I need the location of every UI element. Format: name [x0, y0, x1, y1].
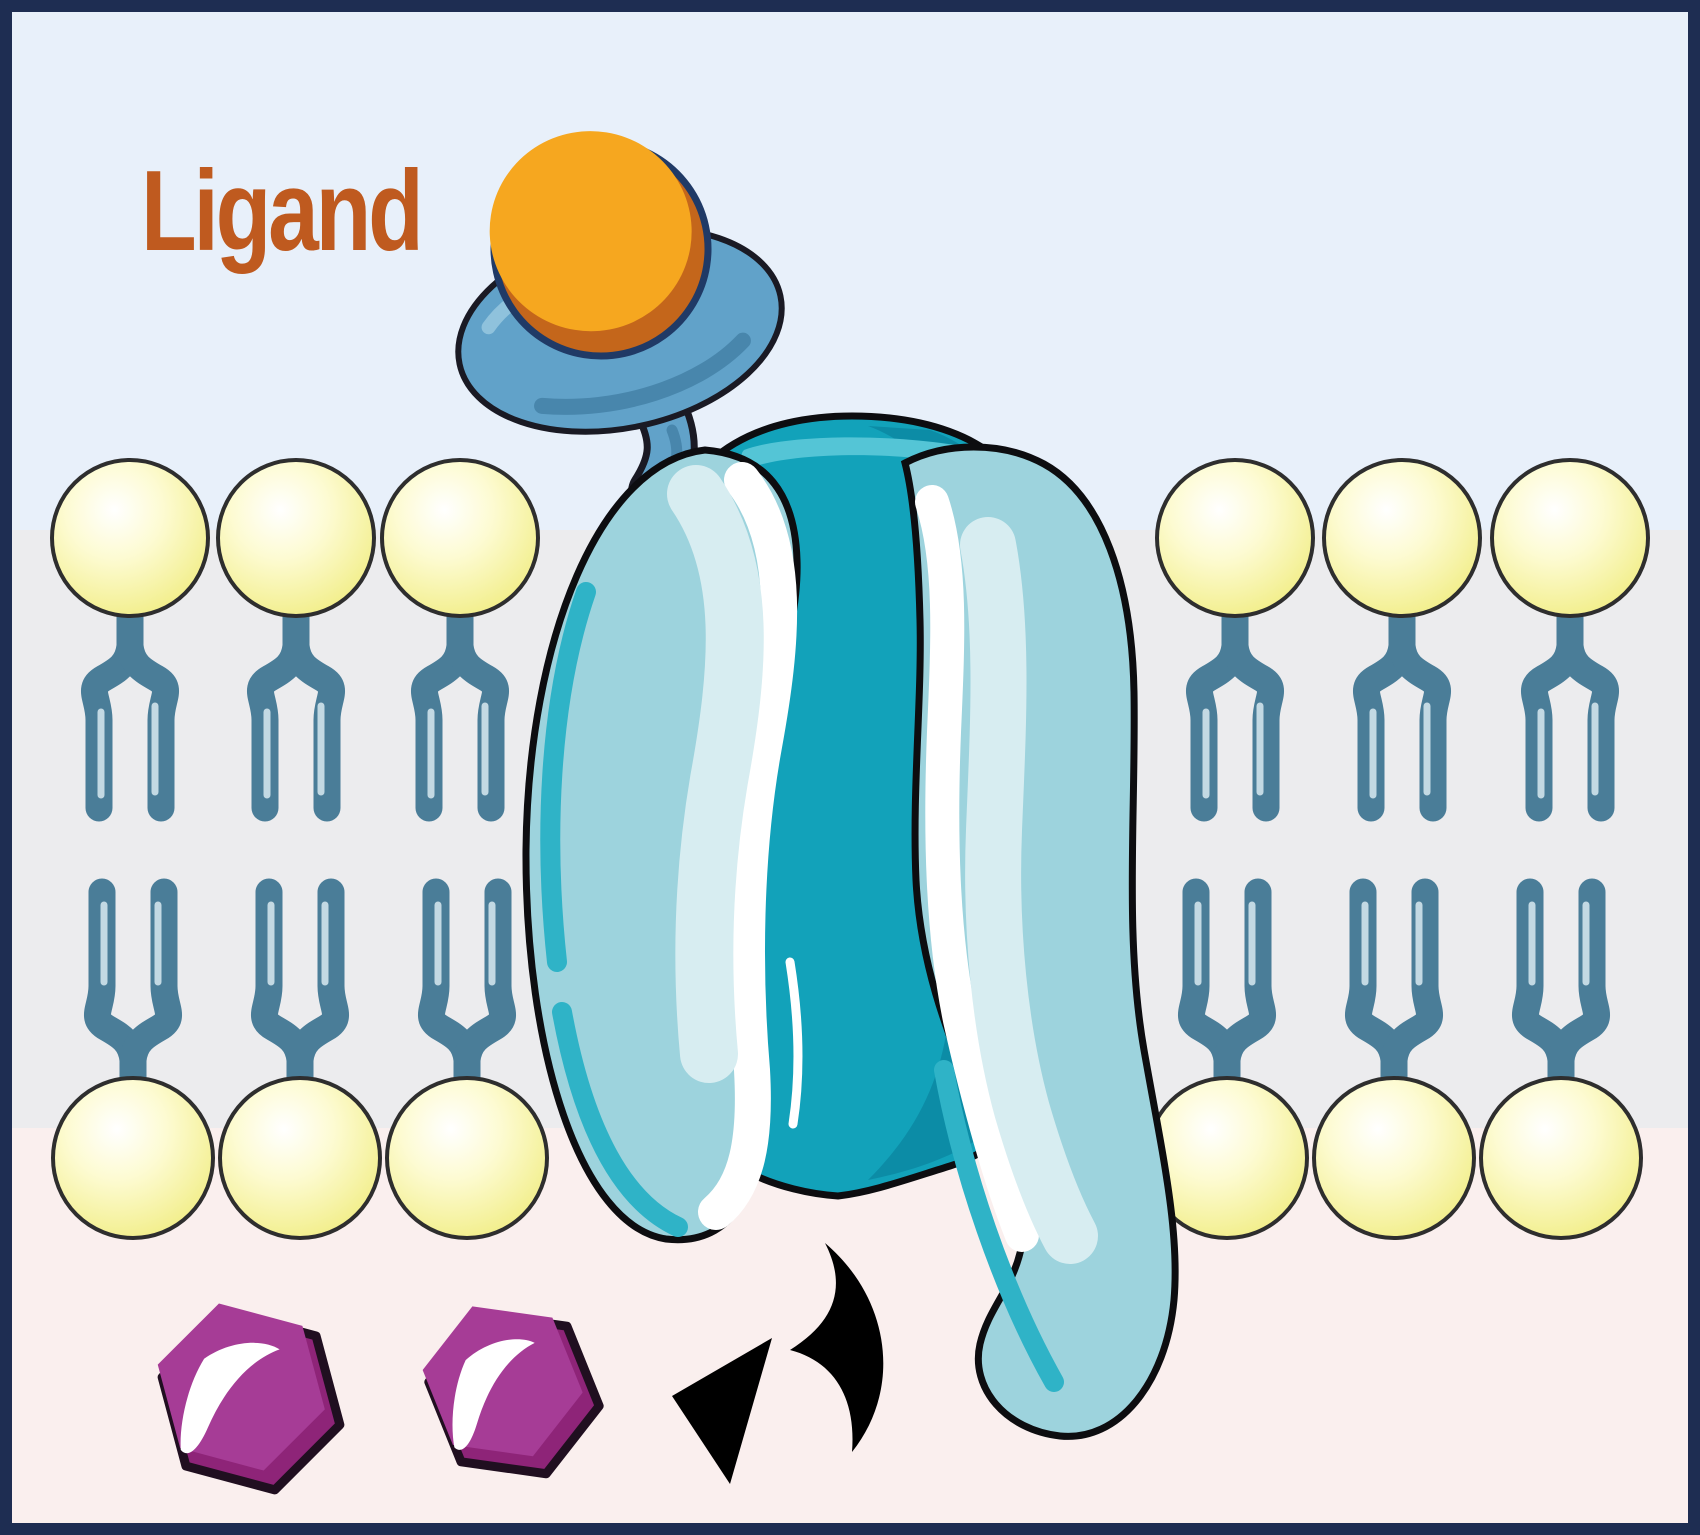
hexagon-highlight [452, 1339, 535, 1450]
right-lobe-tail-accent [934, 1060, 1064, 1392]
phospholipid-head [1479, 1076, 1643, 1240]
phospholipid-head [1155, 458, 1315, 618]
phospholipid [1312, 878, 1476, 1240]
hexagon-highlight [180, 1342, 280, 1454]
phospholipid [1145, 878, 1309, 1240]
phospholipid-tail [119, 878, 182, 1106]
left-lobe-pale-highlight [667, 465, 764, 1083]
phospholipid-head [51, 1076, 215, 1240]
right-lobe-pale-highlight [960, 517, 1098, 1264]
channel-top-gloss [741, 437, 1003, 470]
left-lobe-white-band [698, 462, 798, 1230]
phospholipid [1322, 458, 1482, 822]
phospholipid-head [380, 458, 540, 618]
phospholipid-tail [1221, 590, 1284, 822]
phospholipid [216, 458, 376, 822]
second-messenger-hexagon [157, 1303, 345, 1495]
phospholipid-tail [1213, 878, 1276, 1106]
phospholipid [51, 878, 215, 1240]
phospholipid-tail [453, 878, 516, 1106]
second-messenger-hexagon [422, 1306, 604, 1479]
phospholipid [1490, 458, 1650, 822]
phospholipid-tail [1556, 590, 1619, 822]
phospholipid-head [1322, 458, 1482, 618]
phospholipid-tail [1380, 878, 1443, 1106]
phospholipid [380, 458, 540, 822]
phospholipid [50, 458, 210, 822]
phospholipid-tail [1388, 590, 1451, 822]
phospholipid [1479, 878, 1643, 1240]
phospholipid-tail [1547, 878, 1610, 1106]
phospholipid [385, 878, 549, 1240]
phospholipid-head [216, 458, 376, 618]
left-lobe-accent-edge [540, 582, 596, 972]
phospholipid-tail [286, 878, 349, 1106]
phospholipid-head [1490, 458, 1650, 618]
signal-arrow [672, 1243, 884, 1484]
phospholipid-bilayer [50, 458, 1650, 1240]
second-messengers [157, 1303, 604, 1495]
phospholipid-head [1312, 1076, 1476, 1240]
ligand-label: Ligand [141, 148, 424, 275]
phospholipid-tail [446, 590, 509, 822]
phospholipid-head [50, 458, 210, 618]
right-lobe-white-band [915, 485, 1039, 1252]
receptor-right-lobe [900, 443, 1179, 1440]
phospholipid-head [385, 1076, 549, 1240]
channel-highlight [785, 957, 803, 1129]
binding-site-shade [534, 332, 751, 415]
receptor-left-lobe [522, 446, 801, 1244]
phospholipid-tail [116, 590, 179, 822]
ligand-molecule [489, 131, 712, 360]
signal-arrow-curve [790, 1243, 884, 1452]
ligand-sphere [489, 131, 692, 332]
phospholipid [1155, 458, 1315, 822]
phospholipid-head [218, 1076, 382, 1240]
left-lobe-accent-bottom [552, 1002, 688, 1237]
signal-arrowhead [672, 1338, 772, 1484]
phospholipid [218, 878, 382, 1240]
phospholipid-tail [282, 590, 345, 822]
